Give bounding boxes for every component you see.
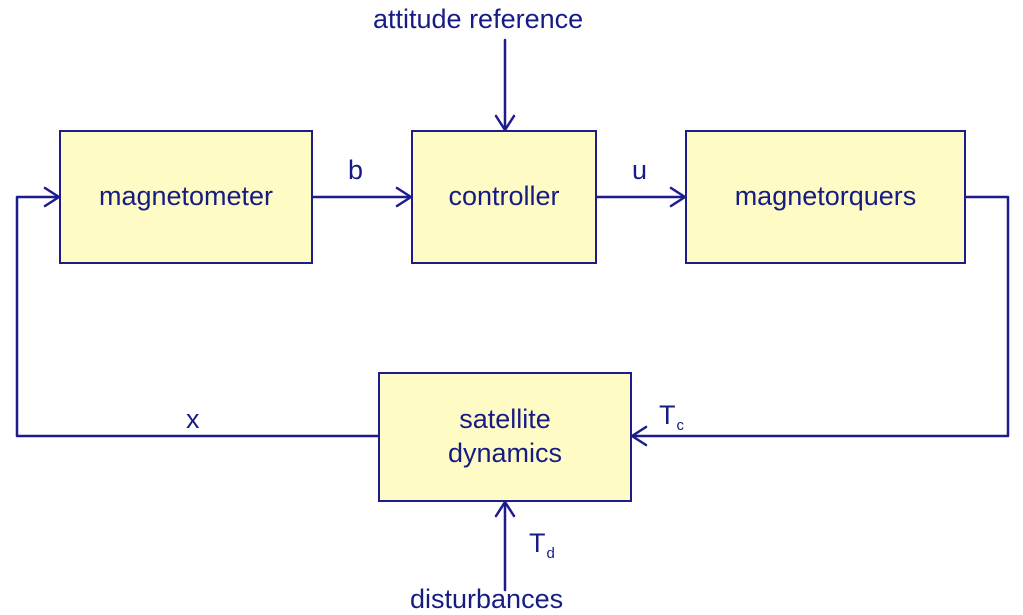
signal-td-label: Td: [529, 528, 555, 562]
arrowhead-tc: [630, 425, 648, 447]
signal-tc-main: T: [659, 400, 676, 430]
signal-b-label: b: [348, 155, 364, 185]
controller-block: controller: [411, 130, 597, 264]
arrowhead-td: [494, 500, 516, 518]
satellite-dynamics-label: satellite dynamics: [447, 404, 563, 468]
signal-td-subscript: d: [546, 545, 555, 562]
magnetorquers-label: magnetorquers: [734, 181, 917, 212]
arrow-tc: [630, 195, 1010, 438]
signal-tc-label: Tc: [659, 400, 685, 434]
controller-label: controller: [448, 181, 560, 212]
signal-x-label: x: [186, 404, 200, 434]
magnetometer-block: magnetometer: [59, 130, 313, 264]
magnetometer-label: magnetometer: [98, 181, 274, 212]
disturbances-label: disturbances: [410, 584, 564, 614]
attitude-reference-label: attitude reference: [373, 4, 584, 34]
arrow-x-feedback: [15, 195, 380, 438]
signal-tc-subscript: c: [676, 417, 685, 434]
signal-td-main: T: [529, 528, 546, 558]
magnetorquers-block: magnetorquers: [685, 130, 966, 264]
signal-u-label: u: [632, 155, 648, 185]
satellite-dynamics-block: satellite dynamics: [378, 372, 632, 502]
